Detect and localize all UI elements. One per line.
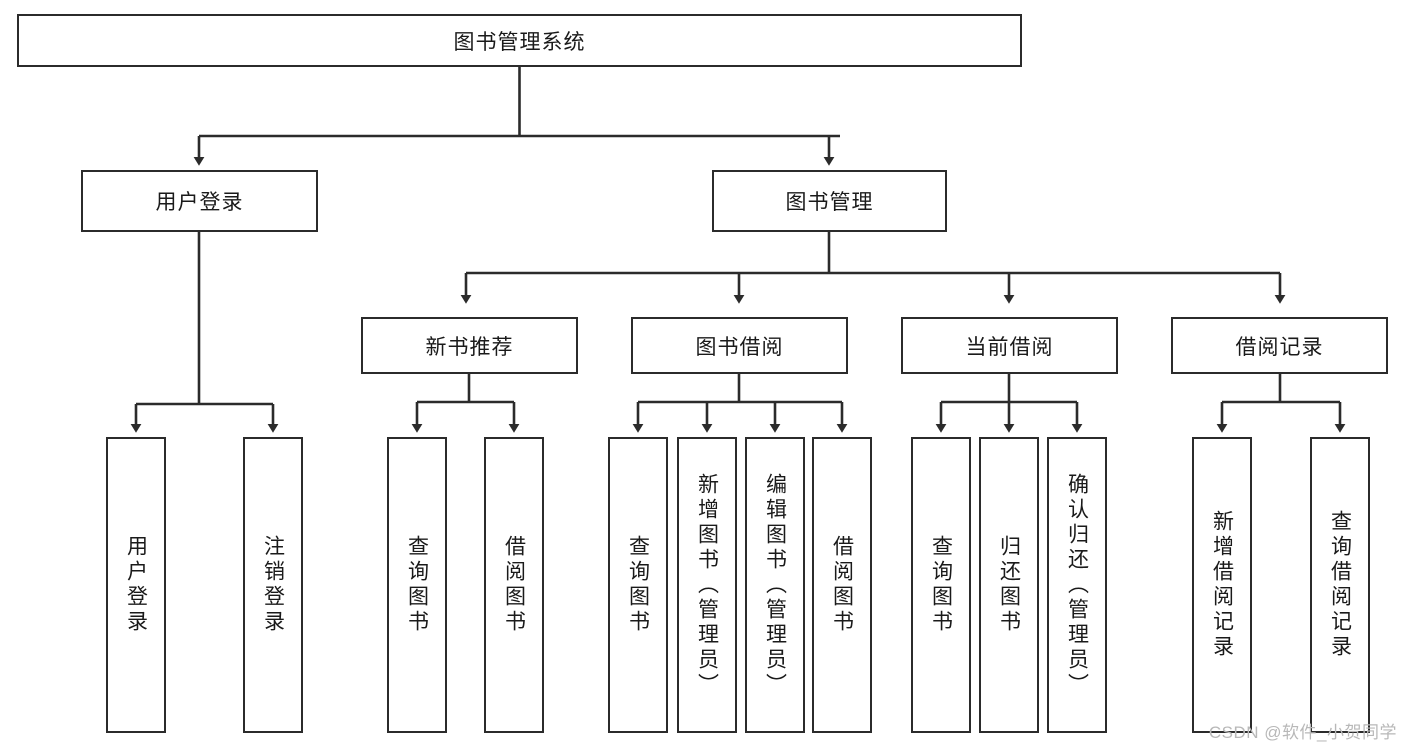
node-leaf-add-borrow-record[interactable]: 新增借阅记录 <box>1192 437 1252 733</box>
node-leaf-query-book-current[interactable]: 查询图书 <box>911 437 971 733</box>
watermark-text: CSDN @软件_小贺同学 <box>1208 723 1397 742</box>
node-label: 新书推荐 <box>425 335 514 359</box>
node-label: 用户登录 <box>124 535 148 635</box>
node-leaf-logout[interactable]: 注销登录 <box>243 437 303 733</box>
node-book-borrow[interactable]: 图书借阅 <box>631 317 848 374</box>
node-label: 图书借阅 <box>695 335 784 359</box>
node-book-management[interactable]: 图书管理 <box>712 170 947 232</box>
node-label: 编辑图书（管理员） <box>763 472 787 698</box>
node-label: 借阅图书 <box>502 535 526 635</box>
node-label: 归还图书 <box>997 535 1021 635</box>
node-user-login[interactable]: 用户登录 <box>81 170 318 232</box>
node-borrow-record[interactable]: 借阅记录 <box>1171 317 1388 374</box>
node-label: 借阅图书 <box>830 535 854 635</box>
node-leaf-confirm-return-admin[interactable]: 确认归还（管理员） <box>1047 437 1107 733</box>
node-label: 新增借阅记录 <box>1210 510 1234 660</box>
node-leaf-borrow-book[interactable]: 借阅图书 <box>812 437 872 733</box>
node-label: 确认归还（管理员） <box>1065 472 1089 698</box>
node-label: 注销登录 <box>261 535 285 635</box>
node-label: 借阅记录 <box>1235 335 1324 359</box>
node-leaf-query-borrow-record[interactable]: 查询借阅记录 <box>1310 437 1370 733</box>
node-label: 查询借阅记录 <box>1328 510 1352 660</box>
node-leaf-edit-book-admin[interactable]: 编辑图书（管理员） <box>745 437 805 733</box>
node-leaf-return-book[interactable]: 归还图书 <box>979 437 1039 733</box>
node-current-borrow[interactable]: 当前借阅 <box>901 317 1118 374</box>
node-label: 用户登录 <box>155 191 244 214</box>
node-label: 当前借阅 <box>965 335 1054 359</box>
node-label: 查询图书 <box>626 535 650 635</box>
node-label: 图书管理 <box>785 191 874 214</box>
node-leaf-user-login[interactable]: 用户登录 <box>106 437 166 733</box>
node-leaf-borrow-book-recommend[interactable]: 借阅图书 <box>484 437 544 733</box>
node-label: 查询图书 <box>929 535 953 635</box>
node-root-system[interactable]: 图书管理系统 <box>17 14 1022 67</box>
node-leaf-query-book-recommend[interactable]: 查询图书 <box>387 437 447 733</box>
node-label: 新增图书（管理员） <box>695 472 719 698</box>
node-leaf-query-book-borrow[interactable]: 查询图书 <box>608 437 668 733</box>
node-new-book-recommend[interactable]: 新书推荐 <box>361 317 578 374</box>
node-label: 图书管理系统 <box>453 30 586 54</box>
node-leaf-add-book-admin[interactable]: 新增图书（管理员） <box>677 437 737 733</box>
node-label: 查询图书 <box>405 535 429 635</box>
